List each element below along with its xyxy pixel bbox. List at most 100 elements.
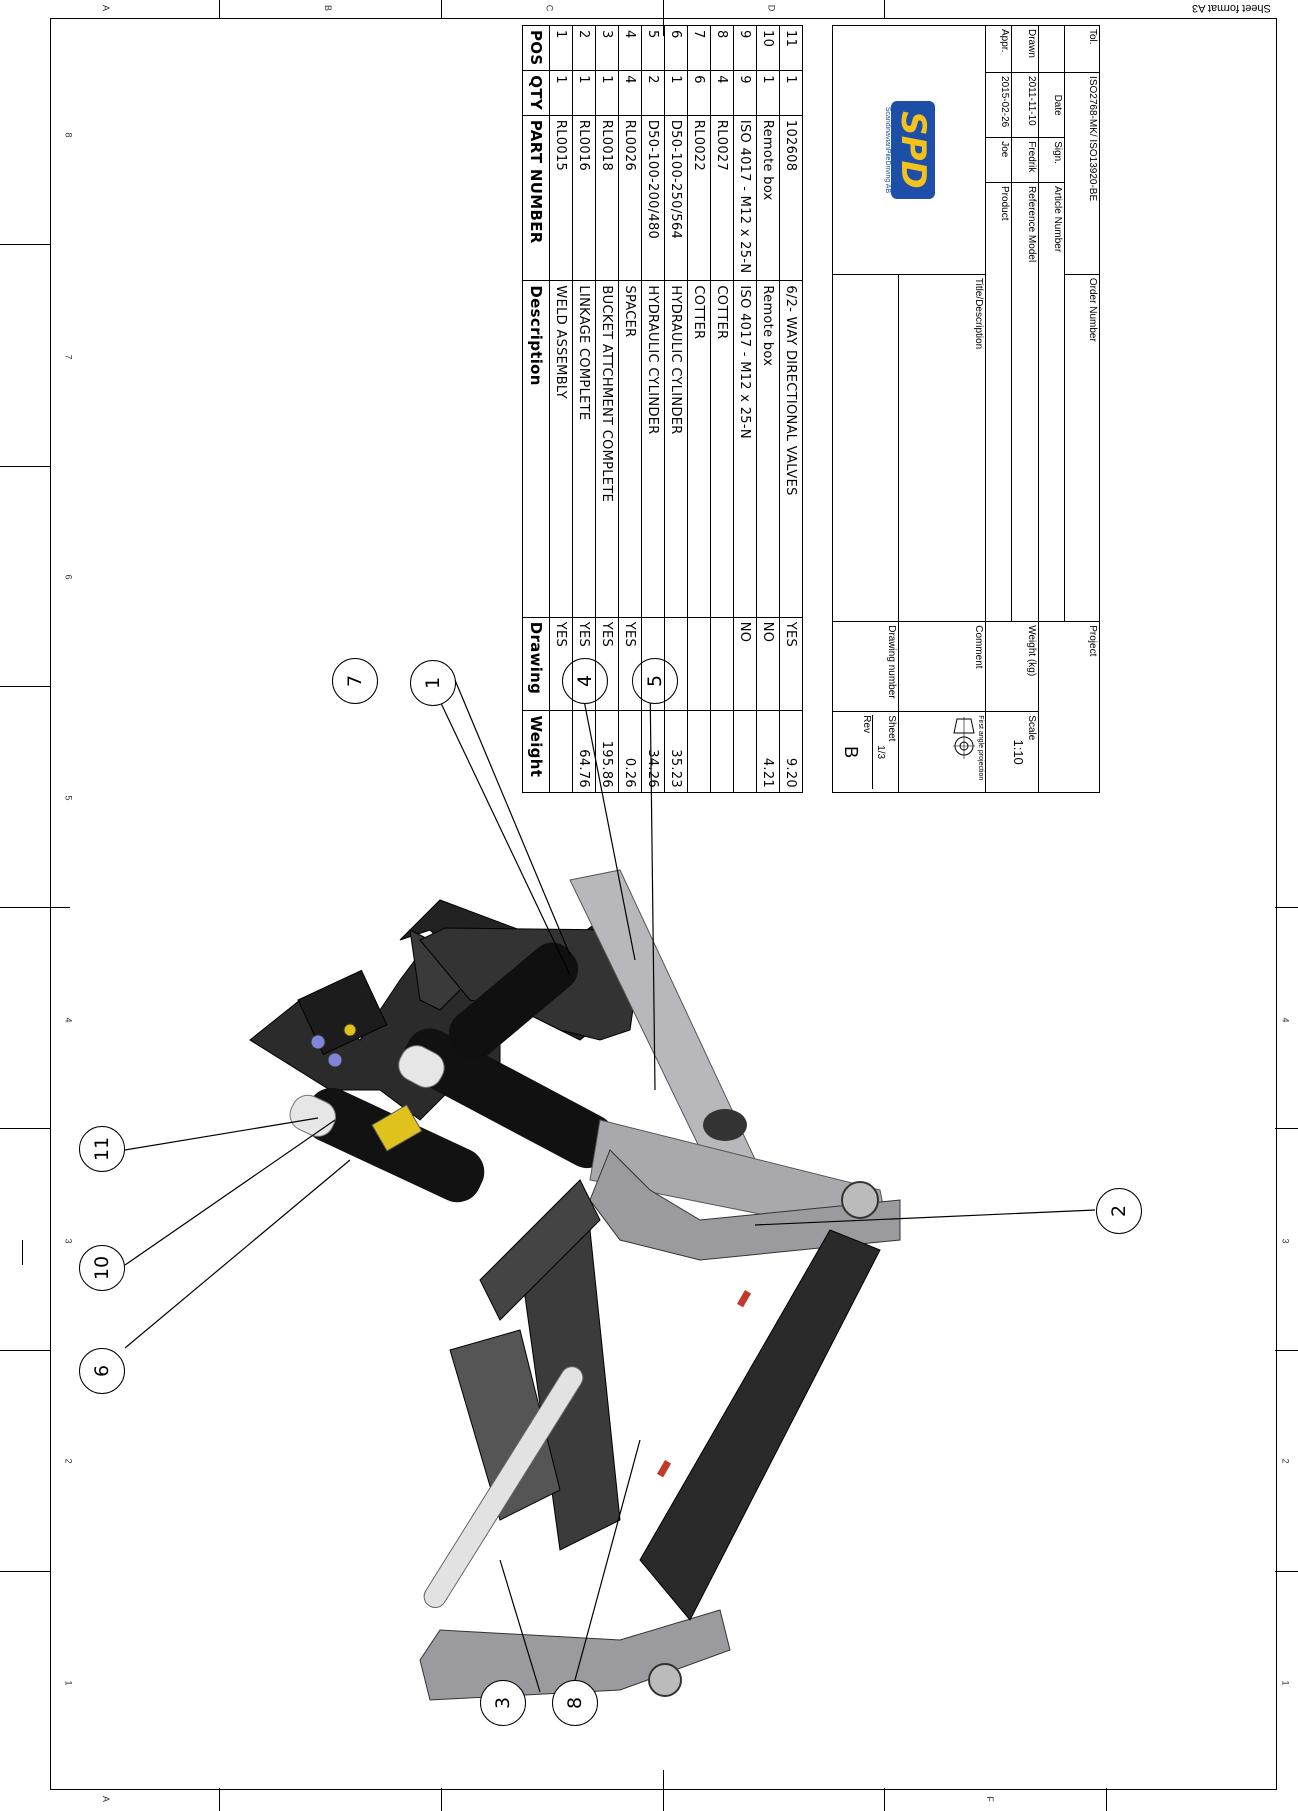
leader-line [124,1117,319,1151]
rev-label: Rev [860,715,873,789]
bom-drawing: YES [618,617,642,711]
zone-tick [1275,907,1298,908]
article-number-label: Article Number [1038,182,1065,622]
linkage-hole [703,1109,747,1141]
zone-tick [0,1350,50,1351]
bom-pos: 11 [779,25,803,71]
bom-header-part-number: PART NUMBER [522,115,550,281]
bom-header-drawing: Drawing [522,617,550,711]
project-label: Project [1038,621,1100,793]
zone-tick [0,686,50,687]
zone-tick [1275,1571,1298,1572]
date-label: Date [1038,72,1065,138]
bom-description: ISO 4017 - M12 x 25-N [733,280,757,618]
bom-drawing: YES [572,617,596,711]
pin-boss [841,1181,879,1219]
cylinder-rod [289,1094,337,1137]
reference-model-label: Reference Model [1011,182,1039,622]
bom-part-number: RL0026 [618,115,642,281]
leader-line [124,1119,336,1266]
leader-line [454,679,571,956]
tol-value: ISO2768-MK/ ISO13920-BE [1064,72,1100,275]
part-balloon-5: 5 [632,658,678,704]
bom-part-number: RL0016 [572,115,596,281]
bom-weight: 64.76 [572,710,596,793]
scale-label: Scale [1025,715,1037,741]
bom-description: 6/2- WAY DIRECTIONAL VALVES [779,280,803,618]
bom-weight [733,710,757,793]
bom-part-number: RL0022 [687,115,711,281]
leader-line [429,679,571,976]
bom-drawing [641,617,665,711]
bom-qty: 6 [687,70,711,116]
bom-weight: 195.86 [595,710,619,793]
bom-header-weight: Weight [522,710,550,793]
valve-port [310,1034,326,1050]
zone-tick [1275,1128,1298,1129]
sheet-label: Sheet [885,715,897,742]
logo-mark: SPD [890,101,935,199]
bom-header-pos: POS [522,25,550,71]
bom-drawing [710,617,734,711]
product-label: Product [985,182,1012,622]
drawn-label: Drawn [1011,25,1039,73]
directional-valve-block [297,969,388,1056]
part-balloon-7: 7 [332,658,378,704]
comment-label: Comment [898,621,986,712]
bom-description: WELD ASSEMBLY [549,280,573,618]
part-balloon-2: 2 [1096,1188,1142,1234]
zone-tick [219,0,220,18]
zone-tick [0,466,50,467]
appr-sign: Joe [985,137,1012,183]
bom-part-number: D50-100-200/480 [641,115,665,281]
title-description-label: Title/Description [898,274,986,622]
bom-qty: 1 [549,70,573,116]
marker [737,1289,752,1308]
zone-tick [441,1788,442,1811]
linkage-arm [589,1149,901,1261]
part-balloon-10: 10 [79,1245,125,1291]
projection-label: First angle projection [977,715,985,781]
zone-tick [22,1240,23,1265]
zone-tick [0,244,50,245]
bom-weight: 9.20 [779,710,803,793]
bom-qty: 1 [572,70,596,116]
bom-pos: 10 [756,25,780,71]
appr-label: Appr. [985,25,1012,73]
zone-tick [0,1571,50,1572]
bom-part-number: RL0015 [549,115,573,281]
bom-drawing: YES [549,617,573,711]
bom-qty: 1 [779,70,803,116]
logo-subtitle: ScandinavianPileDriving AB [883,106,891,194]
marker [657,1460,672,1478]
zone-tick [219,1788,220,1811]
bom-description: Remote box [756,280,780,618]
bom-header-qty: QTY [522,70,550,116]
bom-pos: 4 [618,25,642,71]
bom-part-number: RL0027 [710,115,734,281]
leader-line [649,679,656,1091]
weight-kg-label: Weight (kg) [985,621,1039,712]
bom-pos: 8 [710,25,734,71]
bom-drawing: YES [779,617,803,711]
bom-qty: 4 [618,70,642,116]
bom-header-description: Description [522,280,550,618]
bom-drawing [687,617,711,711]
bom-weight: 35.23 [664,710,688,793]
bucket-attachment-beam [639,1229,881,1621]
bom-weight [549,710,573,793]
valve-port [343,1023,357,1037]
bom-description: LINKAGE COMPLETE [572,280,596,618]
part-balloon-1: 1 [410,660,456,706]
attachment-pin-tube [423,1366,584,1609]
first-angle-projection-icon [953,717,976,760]
drawing-number-label: Drawing number [832,621,899,712]
bom-drawing: NO [733,617,757,711]
part-balloon-6: 6 [79,1348,125,1394]
zone-tick [663,0,664,36]
